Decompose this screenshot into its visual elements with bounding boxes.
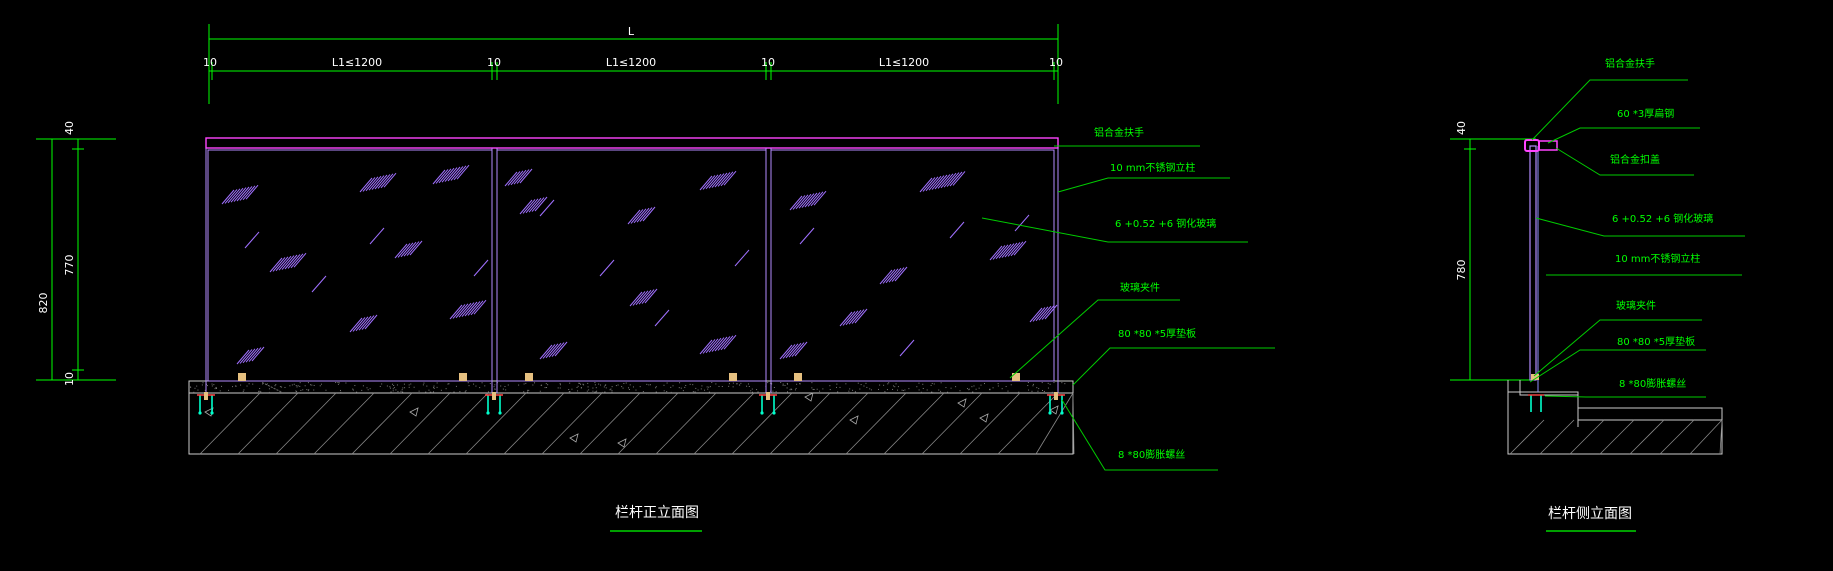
front-elevation-title: 栏杆正立面图 [615,505,699,521]
dim-l1-b: L1≤1200 [606,56,656,69]
label-bolt: 8 *80膨胀螺丝 [1118,448,1185,461]
side-label-handrail: 铝合金扶手 [1605,57,1655,70]
label-handrail: 铝合金扶手 [1094,126,1144,139]
label-clamp: 玻璃夹件 [1120,281,1160,294]
left-dimensions: 40 770 10 820 [36,121,116,386]
glass-panels [205,148,1059,393]
side-elevation: 40 780 [1450,57,1745,532]
side-label-bolt: 8 *80膨胀螺丝 [1619,377,1686,390]
glass-clamps [238,373,1020,381]
concrete-base [188,380,1075,455]
side-dim-780: 780 [1455,260,1468,281]
side-label-cap: 铝合金扣盖 [1610,153,1660,166]
front-elevation: L 10 L1≤1200 10 L1≤1200 10 L1≤1200 10 [36,24,1275,532]
front-handrail [205,137,1059,149]
side-elevation-title: 栏杆侧立面图 [1548,506,1632,522]
side-clamp [1531,374,1539,380]
dim-10-c: 10 [761,56,775,69]
overall-dim-label: L [628,25,635,38]
dim-l1-c: L1≤1200 [879,56,929,69]
segment-dimension-chain: 10 L1≤1200 10 L1≤1200 10 L1≤1200 10 [203,56,1063,80]
dim-10-a: 10 [203,56,217,69]
dim-770: 770 [63,255,76,276]
label-plate: 80 *80 *5厚垫板 [1118,327,1196,340]
dim-10-b: 10 [487,56,501,69]
side-label-square-tube: 60 *3厚扁钢 [1617,107,1674,120]
overall-dimension: L [208,24,1059,104]
side-label-post: 10 mm不锈钢立柱 [1615,252,1700,265]
front-leaders [981,145,1275,471]
dim-l1-a: L1≤1200 [332,56,382,69]
dim-820: 820 [37,293,50,314]
side-label-glass: 6 +0.52 +6 钢化玻璃 [1612,212,1713,225]
side-anchors [1528,394,1544,412]
side-dim-40: 40 [1455,121,1468,135]
side-left-dimensions: 40 780 [1450,121,1536,381]
dim-40: 40 [63,121,76,135]
side-leaders [1529,79,1745,398]
side-label-plate: 80 *80 *5厚垫板 [1617,335,1695,348]
side-cap [1538,140,1558,151]
side-label-clamp: 玻璃夹件 [1616,299,1656,312]
dim-10-d: 10 [1049,56,1063,69]
glass-reflection-marks [221,164,1058,365]
label-post: 10 mm不锈钢立柱 [1110,161,1195,174]
expansion-anchors [197,392,1065,415]
label-glass: 6 +0.52 +6 钢化玻璃 [1115,217,1216,230]
dim-10-bottom: 10 [63,372,76,386]
